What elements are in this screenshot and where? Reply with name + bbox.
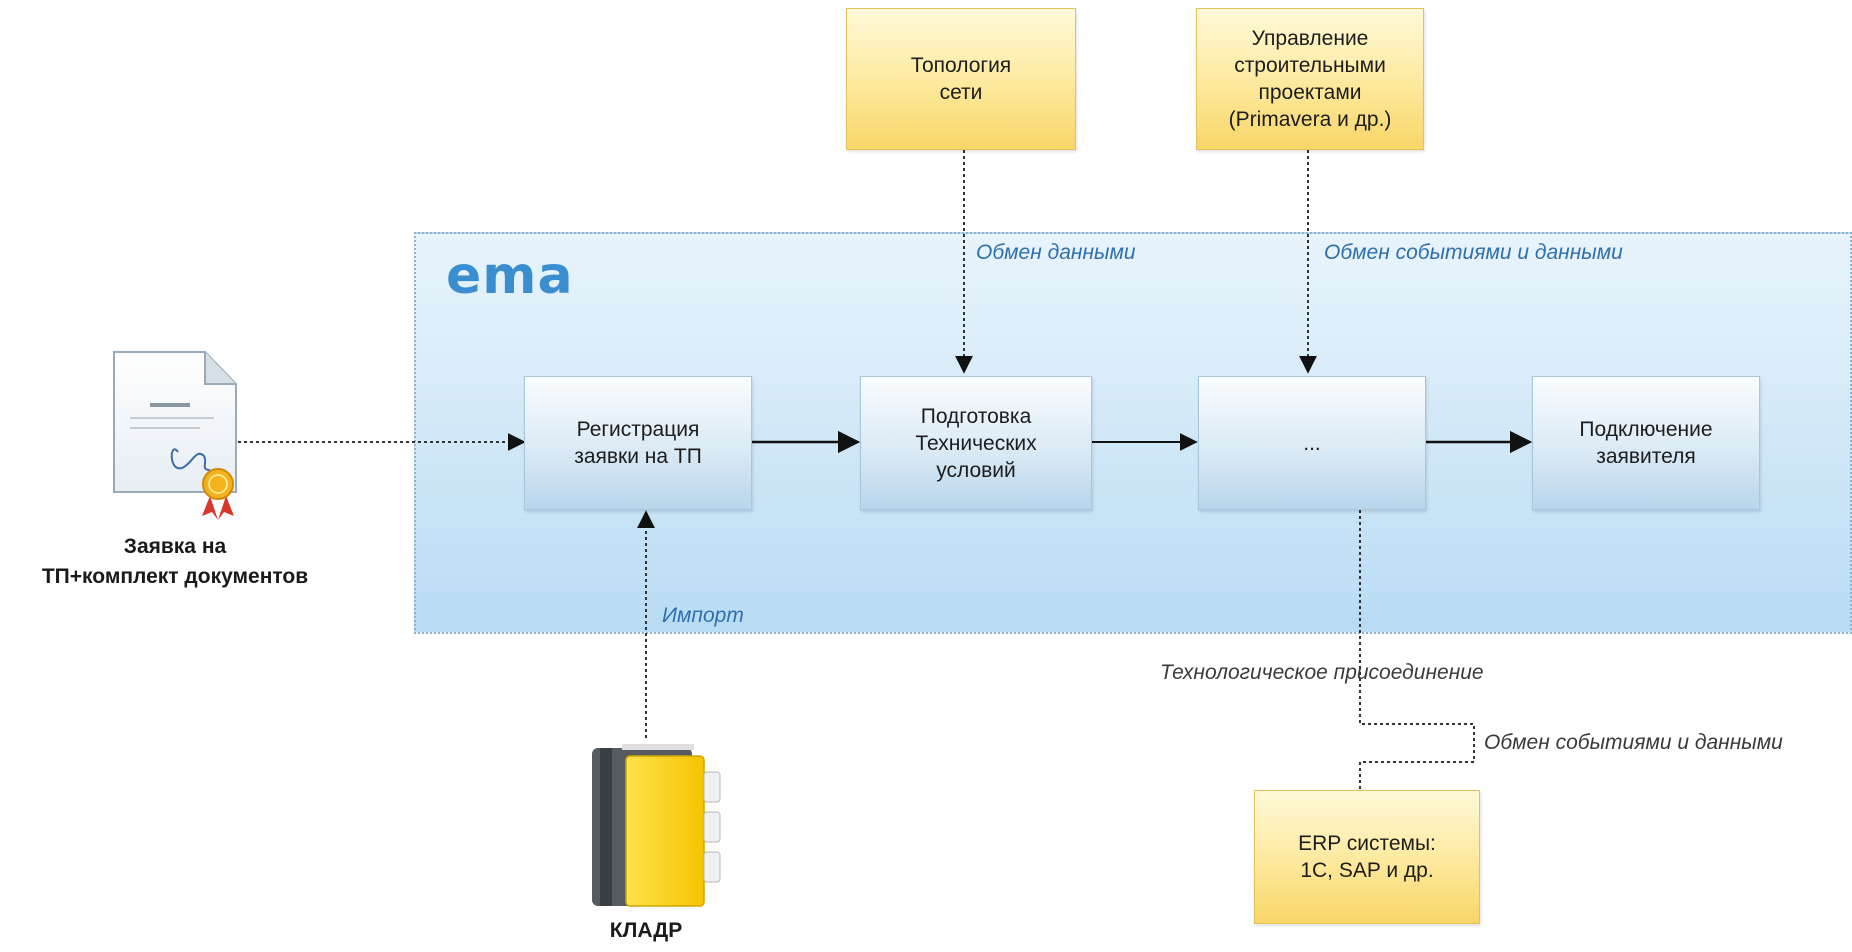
project-management-system-box: Управление строительными проектами (Prim… — [1196, 8, 1424, 150]
ema-logo: ema — [446, 246, 574, 306]
ellipsis-step-box: ... — [1198, 376, 1426, 510]
events-exchange-top-label: Обмен событиями и данными — [1324, 241, 1623, 264]
applicant-connection-step-box: Подключение заявителя — [1532, 376, 1760, 510]
import-label: Импорт — [662, 604, 744, 627]
topology-system-box: Топология сети — [846, 8, 1076, 150]
technical-conditions-step-box: Подготовка Технических условий — [860, 376, 1092, 510]
erp-system-box: ERP системы: 1С, SAP и др. — [1254, 790, 1480, 924]
data-exchange-label: Обмен данными — [976, 241, 1136, 264]
document-certificate-icon — [113, 351, 237, 520]
registration-step-box: Регистрация заявки на ТП — [524, 376, 752, 510]
link-ellipsis-to-erp — [1359, 510, 1475, 790]
application-caption: Заявка на ТП+комплект документов — [41, 535, 309, 588]
events-exchange-bottom-label: Обмен событиями и данными — [1484, 731, 1783, 754]
tech-connection-label: Технологическое присоединение — [1160, 661, 1484, 684]
kladr-caption: КЛАДР — [609, 919, 683, 942]
address-book-icon — [592, 744, 721, 907]
